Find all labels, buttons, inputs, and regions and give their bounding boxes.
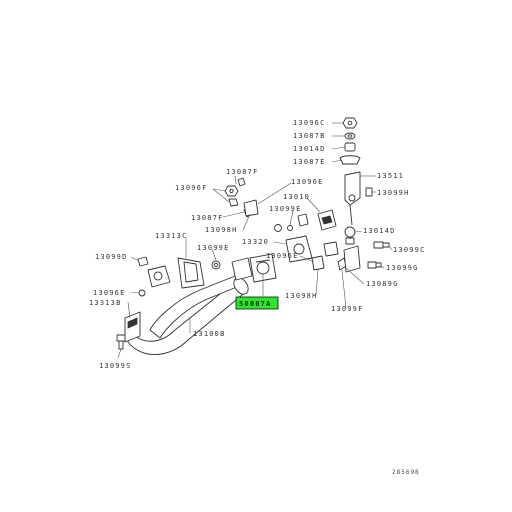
label-13010: 13010	[283, 193, 310, 201]
label-13014d-top: 13014D	[293, 145, 326, 153]
highlight-50007a[interactable]: 50007A	[235, 296, 279, 310]
label-50007a[interactable]: 50007A	[239, 300, 272, 308]
clamp-center	[243, 199, 309, 231]
label-13100b: 13100B	[193, 330, 226, 338]
leader-lines	[117, 122, 393, 359]
clamp-13010	[317, 209, 337, 231]
label-13313b: 13313B	[89, 299, 122, 307]
label-13096e-mid: 13096E	[291, 178, 324, 186]
reference-number: 285698	[392, 469, 420, 476]
bolt-13099s	[116, 334, 126, 350]
label-13014d-right: 13014D	[363, 227, 396, 235]
label-13098h-lower: 13098H	[285, 292, 318, 300]
label-13320: 13320	[242, 238, 269, 246]
label-13099s: 13099S	[99, 362, 132, 370]
flange-center	[231, 253, 277, 283]
label-13099e-left: 13099E	[197, 244, 230, 252]
fastener-stack	[339, 117, 361, 165]
label-13096e-left: 13096E	[93, 289, 126, 297]
label-13099g: 13099G	[386, 264, 419, 272]
lower-right-parts	[311, 226, 361, 273]
label-13096c: 13096C	[293, 119, 326, 127]
part-labels: 13096C 13087B 13014D 13087E 13511 13099H…	[89, 119, 426, 370]
label-13096e-lower: 13096E	[266, 252, 299, 260]
label-13099f: 13099F	[331, 305, 364, 313]
label-13098h-left: 13098H	[205, 226, 238, 234]
label-13089g: 13089G	[366, 280, 399, 288]
label-13099h-right: 13099H	[377, 189, 410, 197]
bracket-13313b	[124, 289, 146, 343]
label-13511: 13511	[377, 172, 404, 180]
label-13313c: 13313C	[155, 232, 188, 240]
label-13099c: 13099C	[393, 246, 426, 254]
right-bolts	[365, 187, 390, 269]
label-13099e-mid: 13099E	[269, 205, 302, 213]
flange-13313c	[177, 257, 221, 289]
label-13087f: 13087F	[226, 168, 259, 176]
label-13096f: 13096F	[175, 184, 208, 192]
label-13087e: 13087E	[293, 158, 326, 166]
label-13087b: 13087B	[293, 132, 326, 140]
gasket-left	[137, 256, 171, 288]
label-13087f-lower: 13087F	[191, 214, 224, 222]
label-13099d: 13099D	[95, 253, 128, 261]
bracket-13511	[344, 171, 361, 226]
